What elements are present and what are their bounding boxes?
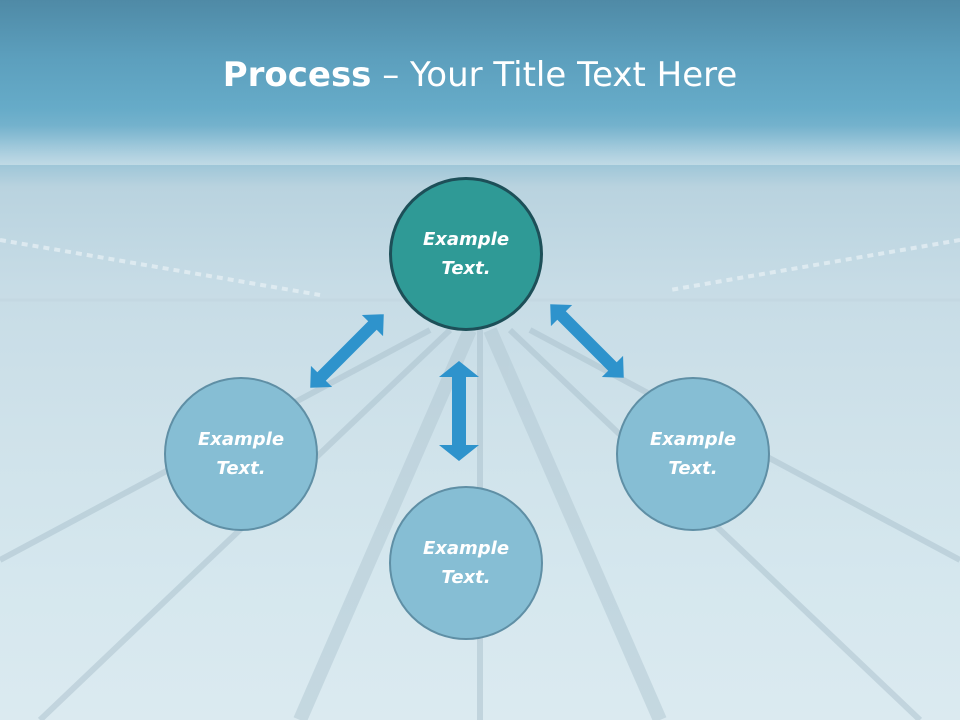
node-bottom-label: Example Text.: [422, 538, 510, 588]
double-headed-arrow-icon: [550, 304, 624, 378]
double-headed-arrow-icon: [439, 361, 479, 461]
node-left-label: Example Text.: [197, 429, 285, 479]
node-top: Example Text.: [389, 177, 543, 331]
double-headed-arrow-icon: [310, 314, 384, 388]
node-bottom: Example Text.: [389, 486, 543, 640]
title-rest: – Your Title Text Here: [371, 55, 738, 95]
title-strong: Process: [222, 55, 372, 95]
node-left: Example Text.: [164, 377, 318, 531]
slide-title: Process – Your Title Text Here: [0, 50, 960, 100]
node-top-label: Example Text.: [422, 229, 510, 279]
node-right: Example Text.: [616, 377, 770, 531]
node-right-label: Example Text.: [649, 429, 737, 479]
